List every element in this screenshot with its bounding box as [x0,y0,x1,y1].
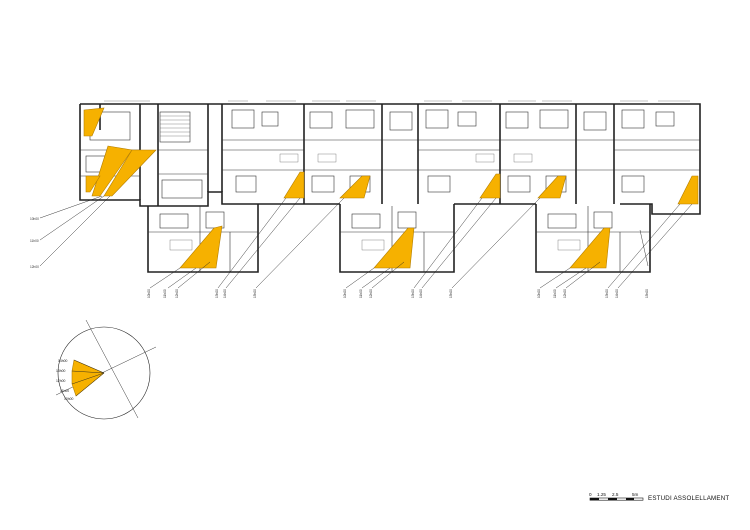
orientation-axis [85,319,139,419]
sun-patch [339,175,371,199]
scale-tick-label: 0 [589,492,592,497]
sun-ray-line [255,197,345,289]
sun-ray-line [345,267,375,289]
sun-ray-line [451,197,541,289]
solar-hour-label: 12h00 [56,379,66,383]
sun-ray-line [639,229,649,267]
sun-patch [179,225,223,269]
bottom-hour-label: 13h00 [411,289,415,298]
sun-ray-lines [39,195,693,289]
bottom-hour-label: 12h00 [175,289,179,298]
sun-patch [83,107,105,137]
bottom-hour-label: 10h00 [343,289,347,298]
sun-ray-line [617,203,693,289]
bottom-hour-label: 13h00 [605,289,609,298]
sun-ray-line [39,195,105,241]
sun-ray-line [413,197,483,289]
bottom-hour-label: 10h00 [537,289,541,298]
sun-ray-line [607,203,681,289]
drawing-title: ESTUDI ASSOLELLAMENT [648,495,729,502]
bottom-hour-label: 10h00 [147,289,151,298]
sun-ray-line [539,267,571,289]
sun-patch [283,171,305,199]
fixtures [85,109,675,251]
bottom-hour-labels: 10h00 11h00 12h00 13h00 14h00 15h00 10h0… [147,289,649,298]
bottom-hour-label: 15h00 [449,289,453,298]
solar-sector [71,359,105,397]
sun-patch [373,227,415,269]
bottom-hour-label: 11h00 [359,289,363,298]
bottom-hour-label: 14h00 [419,289,423,298]
sun-patch [103,149,157,197]
solar-hour-label: 13h00 [56,369,66,373]
orientation-axis [55,346,157,396]
sun-ray-line [361,267,391,289]
sun-ray-line [371,261,405,289]
bottom-hour-label: 11h00 [553,289,557,298]
sun-patch [85,175,101,193]
bottom-hour-label: 15h00 [253,289,257,298]
scale-tick-label: 1.25 [597,492,606,497]
solar-hour-label: 11h00 [60,389,69,393]
bottom-hour-label: 14h00 [615,289,619,298]
side-hour-labels: 10h00 11h00 12h00 [30,217,39,269]
sun-ray-line [149,267,181,289]
bottom-hour-label: 12h00 [369,289,373,298]
sun-ray-line [167,267,197,289]
solar-hour-label: 10h00 [64,397,74,401]
sun-patches [83,107,699,269]
sun-ray-line [217,197,287,289]
sun-path-circle [57,326,151,420]
bottom-hour-label: 14h00 [223,289,227,298]
sun-ray-line [555,267,587,289]
side-hour-label: 11h00 [30,239,39,243]
side-hour-label: 12h00 [30,265,39,269]
bottom-hour-label: 12h00 [563,289,567,298]
sun-ray-line [39,195,103,219]
sun-patch [479,173,501,199]
sun-patch [677,175,699,205]
sun-ray-line [565,261,601,289]
solar-diagram: 14h00 13h00 12h00 11h00 10h00 [55,319,157,420]
sun-patch [537,175,567,199]
bottom-hour-label: 11h00 [163,289,167,298]
bottom-hour-label: 15h00 [645,289,649,298]
sun-ray-line [177,261,211,289]
scale-tick-label: 5m [632,492,639,497]
sun-ray-line [421,197,497,289]
side-hour-label: 10h00 [30,217,39,221]
scale-tick-label: 2.5 [612,492,619,497]
solar-hour-label: 14h00 [58,359,68,363]
sun-ray-line [225,197,301,289]
sun-patch [569,227,611,269]
bottom-hour-label: 13h00 [215,289,219,298]
scale-bar: 0 1.25 2.5 5m [589,492,644,501]
sun-ray-line [39,195,111,267]
